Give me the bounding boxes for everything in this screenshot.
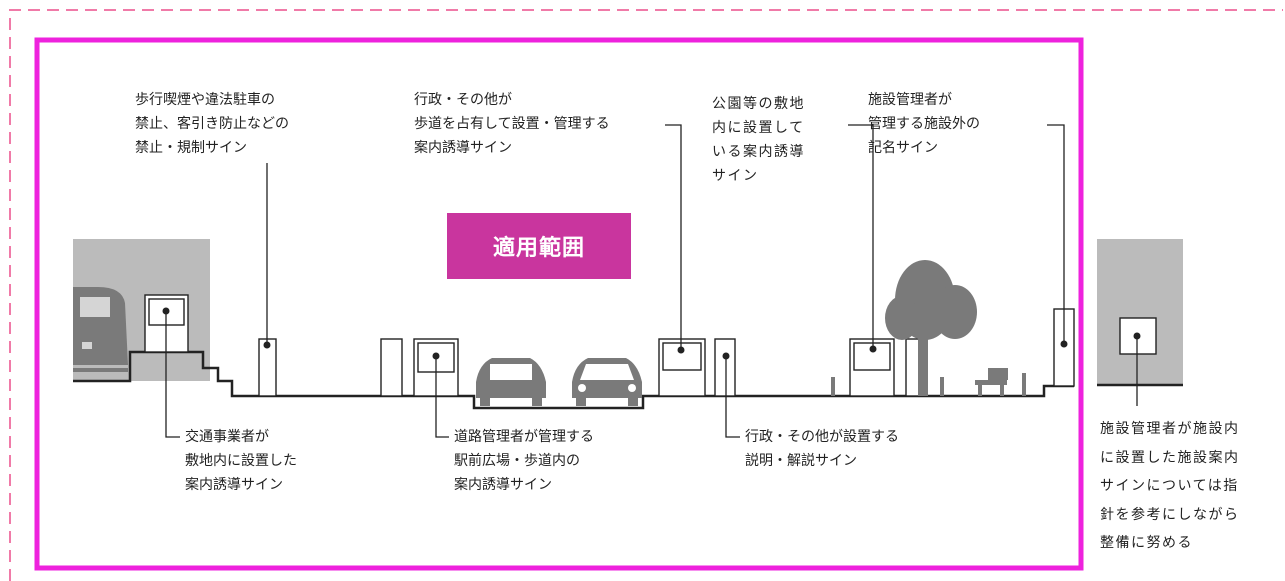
sign-smoking-parking <box>258 338 277 397</box>
car-icon <box>476 358 546 406</box>
sign-explanation <box>714 338 736 397</box>
label-transport: 交通事業者が 敷地内に設置した 案内誘導サイン <box>185 429 297 493</box>
sign-park <box>849 338 895 397</box>
bollard <box>940 377 944 396</box>
label-smoking-parking: 歩行喫煙や違法駐車の 禁止、客引き防止などの 禁止・規制サイン <box>135 92 289 156</box>
scope-badge: 適用範囲 <box>492 236 585 261</box>
scope-badge-bg <box>447 213 631 279</box>
train-icon <box>73 287 128 372</box>
facility-building <box>1097 239 1183 385</box>
sign-admin-sidewalk <box>658 338 706 397</box>
bollard <box>831 377 835 396</box>
bench-icon <box>975 368 1026 396</box>
label-facility-inside: 施設管理者が施設内 に設置した施設案内 サインについては指 針を参考にしながら … <box>1100 421 1240 551</box>
tree-icon <box>885 260 977 396</box>
outer-dashed-boundary <box>9 9 1283 581</box>
car-icon <box>572 358 642 406</box>
label-park: 公園等の敷地 内に設置して いる案内誘導 サイン <box>712 96 805 184</box>
leader-lines <box>165 124 1138 438</box>
sign-facility-inside <box>1119 317 1157 355</box>
label-road-admin: 道路管理者が管理する 駅前広場・歩道内の 案内誘導サイン <box>454 429 594 493</box>
label-facility-outside: 施設管理者が 管理する施設外の 記名サイン <box>868 92 980 156</box>
label-admin-sidewalk: 行政・その他が 歩道を占有して設置・管理する 案内誘導サイン <box>414 92 610 156</box>
sign-road-admin-left <box>380 338 403 397</box>
scope-frame <box>34 37 1084 571</box>
label-explanation: 行政・その他が設置する 説明・解説サイン <box>745 429 899 469</box>
